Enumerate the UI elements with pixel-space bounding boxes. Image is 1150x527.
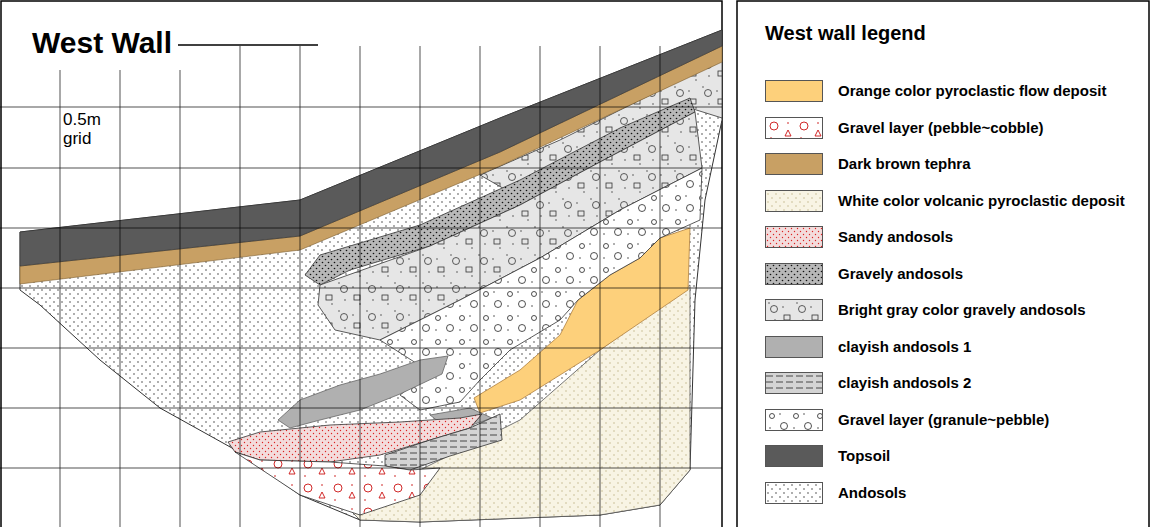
legend-swatch [765,445,823,467]
legend-text: clayish andosols 1 [838,338,971,355]
legend-text: Gravel layer (pebble~cobble) [838,119,1044,136]
legend-text: Andosols [838,484,906,501]
legend-swatch [765,336,823,358]
legend-text: Gravel layer (granule~pebble) [838,411,1049,428]
legend-text: Gravely andosols [838,265,963,282]
legend-text: clayish andosols 2 [838,374,971,391]
swatch-pattern [766,373,823,394]
diagram-title: West Wall [30,26,174,60]
legend-swatch [765,299,823,321]
swatch-pattern [766,483,823,504]
legend-swatch [765,263,823,285]
swatch-pattern [766,191,823,212]
swatch-pattern [766,118,823,139]
legend-swatch [765,117,823,139]
legend-swatch [765,482,823,504]
legend-text: Topsoil [838,447,890,464]
legend-text: Sandy andosols [838,228,953,245]
legend-swatch [765,226,823,248]
swatch-pattern [766,227,823,248]
swatch-pattern [766,300,823,321]
legend-swatch [765,190,823,212]
legend-title: West wall legend [765,22,926,45]
legend-swatch [765,80,823,102]
grid-scale-note: 0.5m grid [63,110,113,148]
legend-swatch [765,153,823,175]
legend-swatch [765,409,823,431]
legend-text: Dark brown tephra [838,155,971,172]
legend-text: Orange color pyroclastic flow deposit [838,82,1106,99]
legend-text: Bright gray color gravely andosols [838,301,1086,318]
legend-swatch [765,372,823,394]
legend-text: White color volcanic pyroclastic deposit [838,192,1125,209]
swatch-pattern [766,410,823,431]
swatch-pattern [766,264,823,285]
